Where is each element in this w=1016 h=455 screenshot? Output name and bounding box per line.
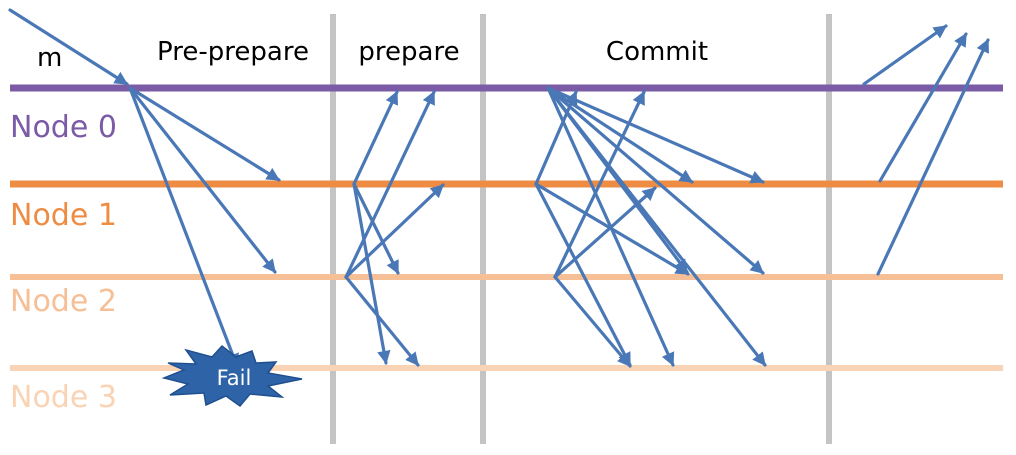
prepare-arrow-n2-n0 xyxy=(344,90,436,279)
commit-arrow-n1-n3 xyxy=(534,182,632,367)
prepare-arrow-n2-n1 xyxy=(344,183,445,279)
node-0-label: Node 0 xyxy=(10,110,117,145)
prepare-arrow-n1-n2 xyxy=(352,182,400,275)
fail-label: Fail xyxy=(217,366,252,390)
phase-label-prepare: prepare xyxy=(358,37,459,67)
fail-burst: Fail xyxy=(161,344,303,408)
message-label: m xyxy=(37,43,62,73)
commit-arrow-n1-n2 xyxy=(534,182,690,276)
commit-arrow-n0-n3b xyxy=(546,86,767,367)
reply-arrow-n1 xyxy=(878,32,968,183)
preprepare-arrow-node3 xyxy=(128,86,239,368)
node-2-label: Node 2 xyxy=(10,284,117,319)
node-3-label: Node 3 xyxy=(10,380,117,415)
commit-arrow-n2-n3 xyxy=(553,275,632,368)
prepare-arrow-n1-n3 xyxy=(352,182,391,365)
node-1-label: Node 1 xyxy=(10,198,117,233)
phase-dividers xyxy=(330,14,832,444)
reply-arrow-n2 xyxy=(876,38,990,276)
phase-label-commit: Commit xyxy=(606,37,708,67)
fail-burst-shape xyxy=(161,344,303,408)
commit-arrow-n2-n1 xyxy=(553,186,657,279)
prepare-arrow-n1-n0a xyxy=(352,90,399,186)
commit-arrow-n0-n2b xyxy=(546,86,765,275)
reply-arrow-n0 xyxy=(862,24,948,86)
commit-arrow-n0-n1a xyxy=(546,86,765,184)
prepare-arrow-n2-n3 xyxy=(344,275,420,367)
request-arrow xyxy=(8,8,129,86)
preprepare-arrow-node1 xyxy=(128,86,281,182)
commit-arrow-n2-n0 xyxy=(553,90,646,279)
preprepare-arrow-node2 xyxy=(128,86,277,274)
node-timelines xyxy=(10,84,1003,371)
phase-label-preprepare: Pre-prepare xyxy=(157,37,309,67)
commit-arrow-n1-n0 xyxy=(534,90,578,186)
message-arrows xyxy=(8,8,990,368)
